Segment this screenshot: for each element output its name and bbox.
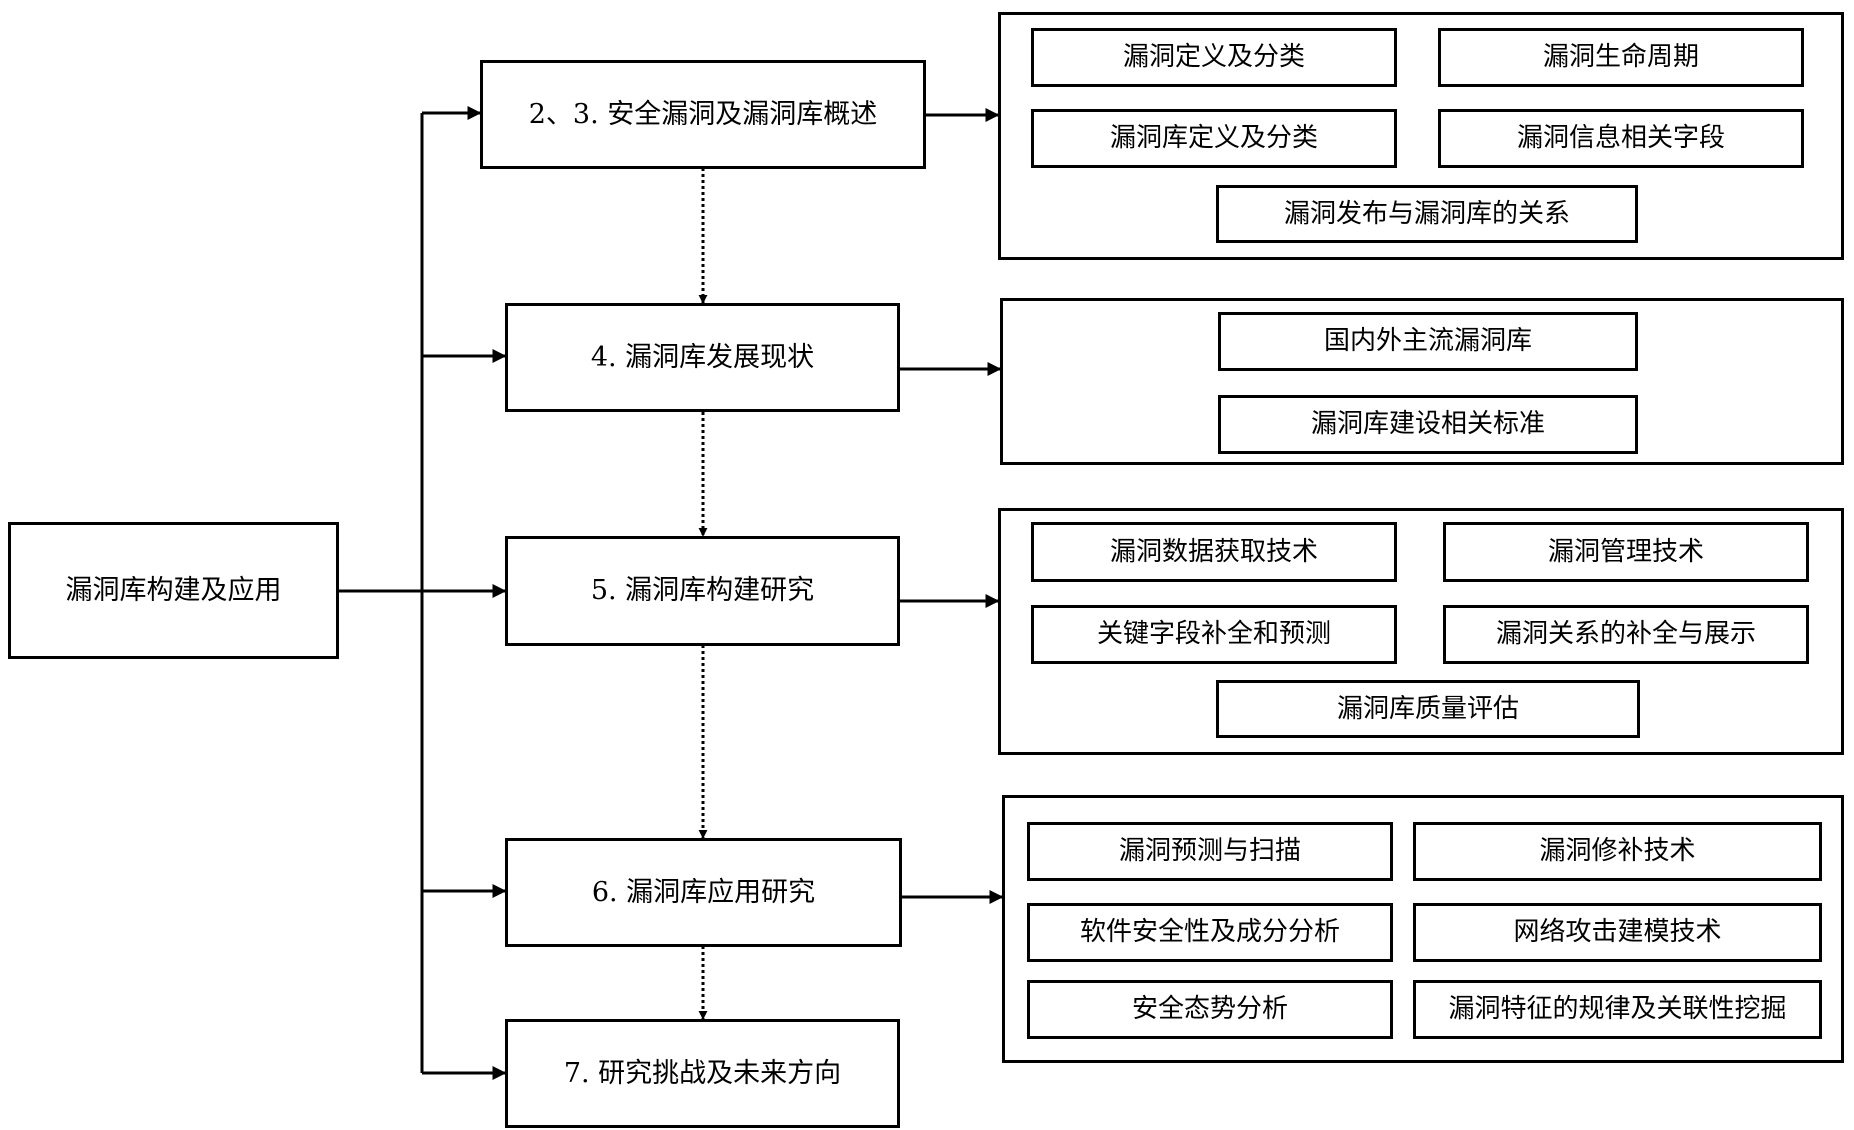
detail-item: 国内外主流漏洞库 [1218, 312, 1638, 371]
detail-item: 漏洞发布与漏洞库的关系 [1216, 185, 1638, 243]
detail-item: 软件安全性及成分分析 [1027, 903, 1393, 962]
detail-item: 漏洞库建设相关标准 [1218, 395, 1638, 454]
detail-item: 漏洞特征的规律及关联性挖掘 [1413, 980, 1822, 1039]
detail-item: 网络攻击建模技术 [1413, 903, 1822, 962]
detail-item: 关键字段补全和预测 [1031, 605, 1397, 664]
section-overview: 2、3. 安全漏洞及漏洞库概述 [480, 60, 926, 169]
detail-item: 漏洞库定义及分类 [1031, 109, 1397, 168]
root-node: 漏洞库构建及应用 [8, 522, 339, 659]
section-construction: 5. 漏洞库构建研究 [505, 536, 900, 646]
detail-item: 漏洞数据获取技术 [1031, 522, 1397, 582]
detail-item: 漏洞生命周期 [1438, 28, 1804, 87]
detail-item: 安全态势分析 [1027, 980, 1393, 1039]
detail-item: 漏洞信息相关字段 [1438, 109, 1804, 168]
detail-item: 漏洞管理技术 [1443, 522, 1809, 582]
detail-item: 漏洞定义及分类 [1031, 28, 1397, 87]
detail-item: 漏洞预测与扫描 [1027, 822, 1393, 881]
detail-item: 漏洞修补技术 [1413, 822, 1822, 881]
detail-item: 漏洞关系的补全与展示 [1443, 605, 1809, 664]
section-application: 6. 漏洞库应用研究 [505, 838, 902, 947]
section-challenges: 7. 研究挑战及未来方向 [505, 1019, 900, 1128]
section-status: 4. 漏洞库发展现状 [505, 303, 900, 412]
detail-item: 漏洞库质量评估 [1216, 680, 1640, 738]
